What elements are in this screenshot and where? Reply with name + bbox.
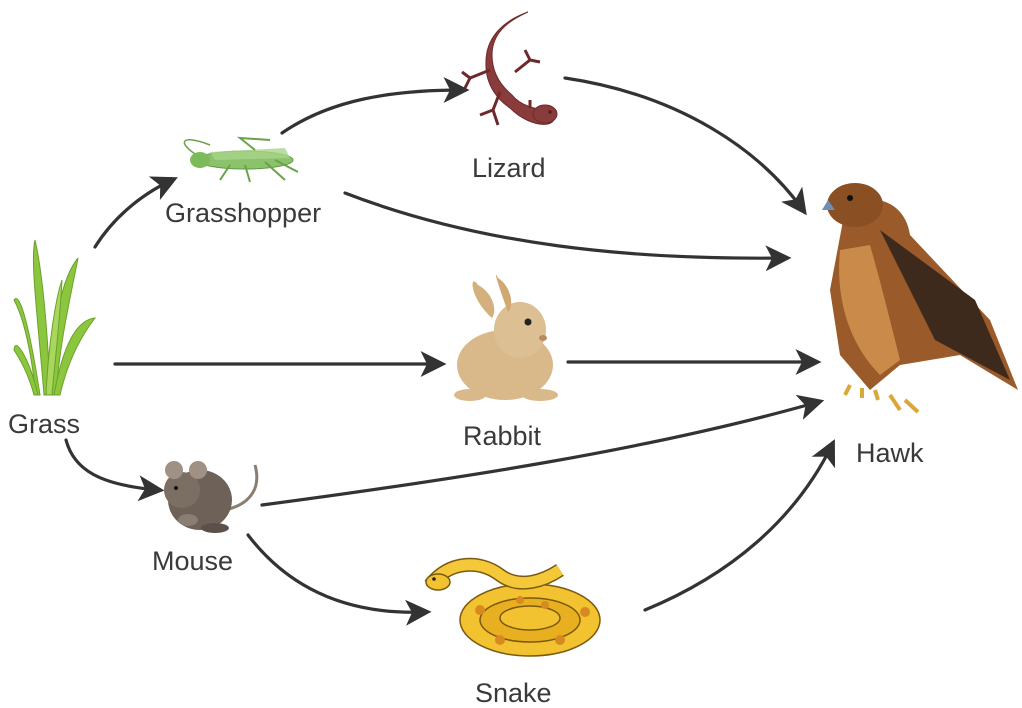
rabbit-node: Rabbit: [454, 275, 558, 451]
arrow-grass-to-mouse: [66, 440, 158, 490]
grass-icon: [14, 240, 95, 395]
grasshopper-node: Grasshopper: [165, 138, 321, 228]
arrow-grasshopper-to-lizard: [282, 90, 463, 133]
grasshopper-icon: [184, 138, 298, 182]
hawk-icon: [822, 183, 1018, 412]
arrows: [66, 78, 832, 612]
arrow-mouse-to-hawk: [262, 402, 818, 505]
grass-node: Grass: [8, 240, 95, 439]
snake-label: Snake: [475, 678, 552, 708]
rabbit-icon: [454, 275, 558, 401]
arrow-grasshopper-to-hawk: [345, 193, 785, 258]
grass-label: Grass: [8, 409, 80, 439]
lizard-node: Lizard: [462, 12, 557, 183]
arrow-mouse-to-snake: [248, 535, 425, 612]
hawk-label: Hawk: [856, 438, 924, 468]
mouse-node: Mouse: [152, 461, 257, 576]
arrow-lizard-to-hawk: [565, 78, 803, 210]
grasshopper-label: Grasshopper: [165, 198, 321, 228]
snake-node: Snake: [426, 565, 600, 708]
lizard-icon: [462, 12, 557, 125]
snake-icon: [426, 565, 600, 656]
mouse-icon: [164, 461, 257, 533]
lizard-label: Lizard: [472, 153, 546, 183]
rabbit-label: Rabbit: [463, 421, 542, 451]
arrow-grass-to-grasshopper: [95, 180, 172, 247]
mouse-label: Mouse: [152, 546, 233, 576]
hawk-node: Hawk: [822, 183, 1018, 468]
arrow-snake-to-hawk: [645, 445, 832, 610]
